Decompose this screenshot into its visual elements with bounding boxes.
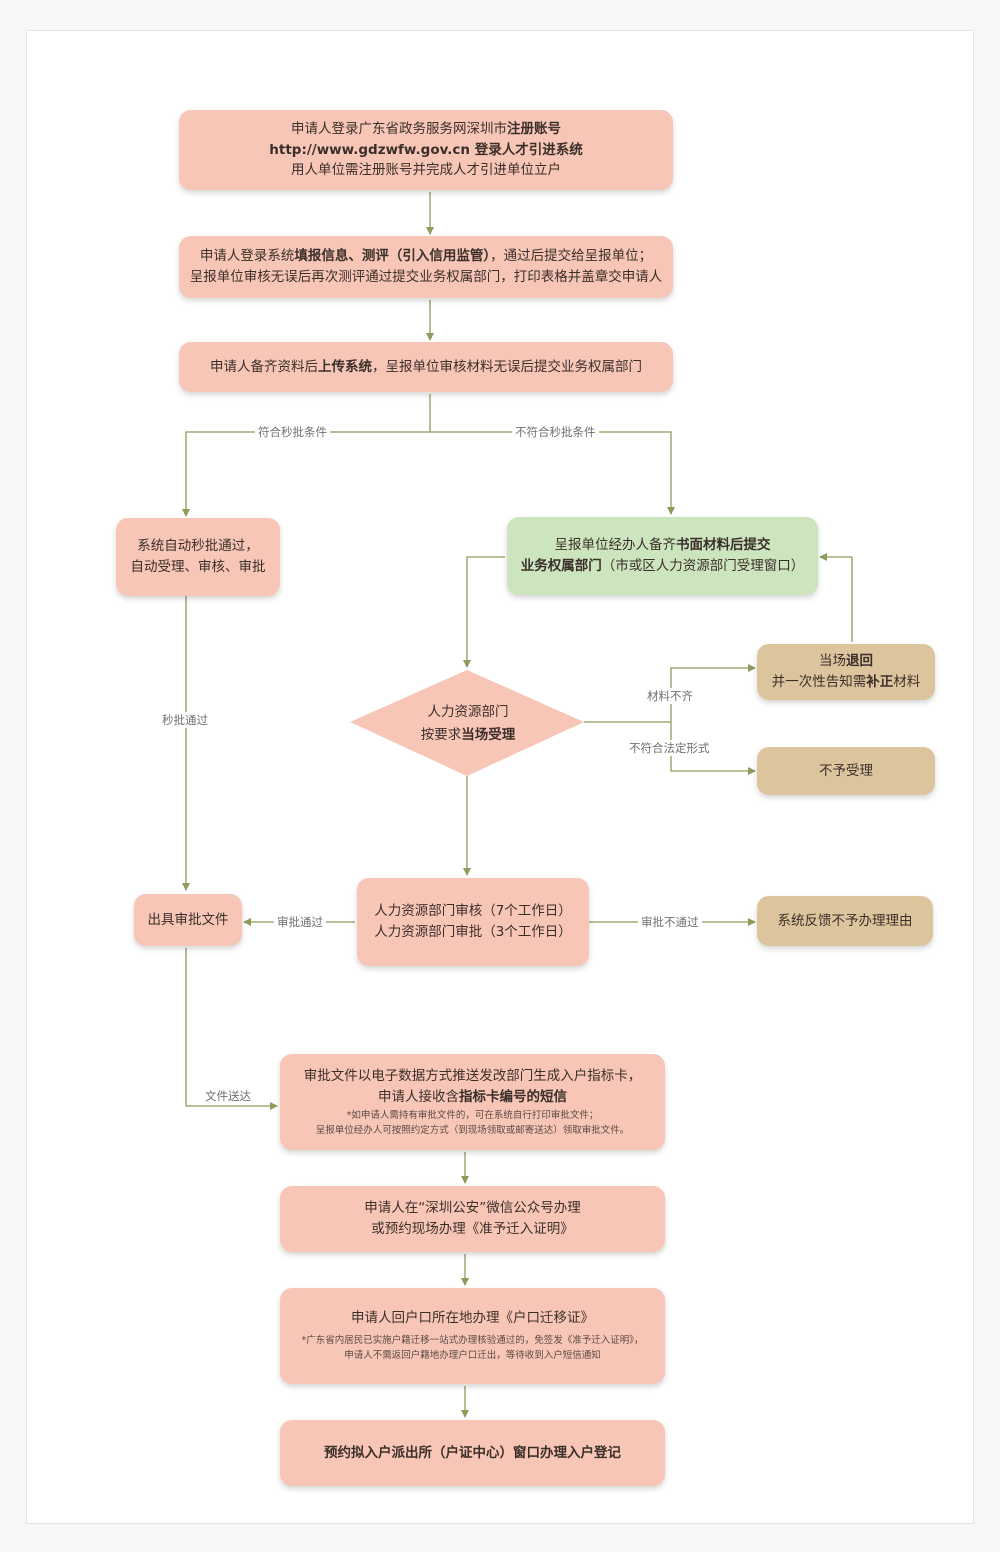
- step-register-account: 申请人登录广东省政务服务网深圳市注册账号 http://www.gdzwfw.g…: [179, 110, 673, 190]
- card-note2: 呈报单位经办人可按照约定方式（到现场领取或邮寄送达）领取审批文件。: [315, 1124, 630, 1136]
- connector-to-submit: [430, 431, 675, 515]
- step1-emphasis: 注册账号: [507, 120, 561, 137]
- decision-label: 人力资源部门 按要求当场受理: [350, 672, 586, 776]
- step3-emphasis: 上传系统: [318, 358, 372, 375]
- migrate-note2: 申请人不需返回户籍地办理户口迁出，等待收到入户短信通知: [344, 1350, 601, 1362]
- connector-issue-card: [185, 948, 278, 1110]
- issue-text: 出具审批文件: [147, 911, 229, 928]
- decision-line1: 人力资源部门: [427, 704, 509, 721]
- final-text: 预约拟入户派出所（户证中心）窗口办理入户登记: [324, 1444, 621, 1461]
- household-transfer-box: 申请人回户口所在地办理《户口迁移证》 *广东省内居民已实施户籍迁移一站式办理核验…: [280, 1288, 665, 1384]
- submit-emphasis-a: 书面材料后提交: [676, 537, 771, 554]
- submit-text-b: （市或区人力资源部门受理窗口）: [601, 558, 805, 574]
- label-instant-pass: 秒批通过: [159, 712, 211, 728]
- feedback-text: 系统反馈不予办理理由: [777, 912, 913, 929]
- return-supplement-box: 当场退回 并一次性告知需补正材料: [757, 644, 935, 700]
- label-illegal-form: 不符合法定形式: [626, 740, 713, 756]
- step-upload-materials: 申请人备齐资料后上传系统，呈报单位审核材料无误后提交业务权属部门: [179, 342, 673, 392]
- final-registration-box: 预约拟入户派出所（户证中心）窗口办理入户登记: [280, 1420, 665, 1486]
- label-not-qualified: 不符合秒批条件: [512, 424, 599, 440]
- card-text-a: 申请人接收含: [378, 1088, 459, 1105]
- review-line2: 人力资源部门审批（3个工作日）: [374, 924, 572, 940]
- hr-review-box: 人力资源部门审核（7个工作日） 人力资源部门审批（3个工作日）: [357, 878, 589, 966]
- connector-to-reject: [670, 722, 756, 775]
- return-text-b: 并一次性告知需: [771, 674, 867, 690]
- card-note1: *如申请人需持有审批文件的，可在系统自行打印审批文件；: [346, 1109, 599, 1121]
- label-qualified: 符合秒批条件: [255, 424, 330, 440]
- not-accepted-box: 不予受理: [757, 747, 935, 795]
- step1-note: 用人单位需注册账号并完成人才引进单位立户: [291, 162, 561, 179]
- permit-line1: 申请人在“深圳公安”微信公众号办理: [364, 1200, 581, 1217]
- label-incomplete: 材料不齐: [644, 688, 696, 704]
- submit-emphasis-b: 业务权属部门: [520, 558, 602, 574]
- submit-written-materials-box: 呈报单位经办人备齐书面材料后提交 业务权属部门（市或区人力资源部门受理窗口）: [507, 517, 818, 595]
- migrate-note1: *广东省内居民已实施户籍迁移一站式办理核验通过的，免签发《准予迁入证明》，: [301, 1335, 644, 1347]
- step2-emphasis: 填报信息、测评（引入信用监管）: [294, 248, 491, 265]
- step1-url-line: http://www.gdzwfw.gov.cn 登录人才引进系统: [269, 141, 583, 158]
- decision-text: 按要求: [420, 727, 462, 743]
- auto-line2: 自动受理、审核、审批: [130, 559, 266, 575]
- feedback-reason-box: 系统反馈不予办理理由: [757, 896, 933, 946]
- label-not-approved: 审批不通过: [638, 914, 702, 930]
- step2-text-c: ，通过后提交给呈报单位；: [490, 248, 653, 265]
- step2-text-a: 申请人登录系统: [199, 248, 295, 265]
- return-emphasis-a: 退回: [846, 653, 873, 670]
- connector-to-return: [670, 664, 756, 722]
- decision-emphasis: 当场受理: [461, 727, 516, 743]
- step2-line2: 呈报单位审核无误后再次测评通过提交业务权属部门，打印表格并盖章交申请人: [189, 269, 663, 285]
- connector-return-submit: [819, 553, 853, 642]
- auto-line1: 系统自动秒批通过，: [137, 538, 259, 555]
- issue-approval-document-box: 出具审批文件: [134, 894, 242, 946]
- auto-approval-box: 系统自动秒批通过， 自动受理、审核、审批: [116, 518, 280, 596]
- card-emphasis: 指标卡编号的短信: [459, 1088, 567, 1105]
- review-line1: 人力资源部门审核（7个工作日）: [374, 903, 572, 920]
- return-text-c: 材料: [893, 674, 921, 690]
- submit-text-a: 呈报单位经办人备齐: [554, 537, 677, 554]
- decision-diamond: [350, 670, 584, 776]
- step-fill-info: 申请人登录系统填报信息、测评（引入信用监管），通过后提交给呈报单位； 呈报单位审…: [179, 236, 673, 298]
- card-line1: 审批文件以电子数据方式推送发改部门生成入户指标卡，: [303, 1067, 642, 1084]
- return-text-a: 当场: [819, 653, 846, 670]
- step3-text-a: 申请人备齐资料后: [210, 358, 318, 375]
- quota-card-sms-box: 审批文件以电子数据方式推送发改部门生成入户指标卡， 申请人接收含指标卡编号的短信…: [280, 1054, 665, 1150]
- permit-line2: 或预约现场办理《准予迁入证明》: [371, 1221, 574, 1237]
- return-emphasis-b: 补正: [866, 674, 894, 690]
- label-delivered: 文件送达: [202, 1088, 254, 1104]
- label-approved: 审批通过: [274, 914, 326, 930]
- connector-to-auto: [182, 431, 430, 517]
- step1-text: 申请人登录广东省政务服务网深圳市: [291, 120, 507, 137]
- migration-permit-box: 申请人在“深圳公安”微信公众号办理 或预约现场办理《准予迁入证明》: [280, 1186, 665, 1252]
- connector-submit-decision: [463, 556, 505, 668]
- migrate-line1: 申请人回户口所在地办理《户口迁移证》: [351, 1310, 594, 1327]
- step3-text-c: ，呈报单位审核材料无误后提交业务权属部门: [372, 358, 642, 375]
- reject-text: 不予受理: [819, 762, 873, 779]
